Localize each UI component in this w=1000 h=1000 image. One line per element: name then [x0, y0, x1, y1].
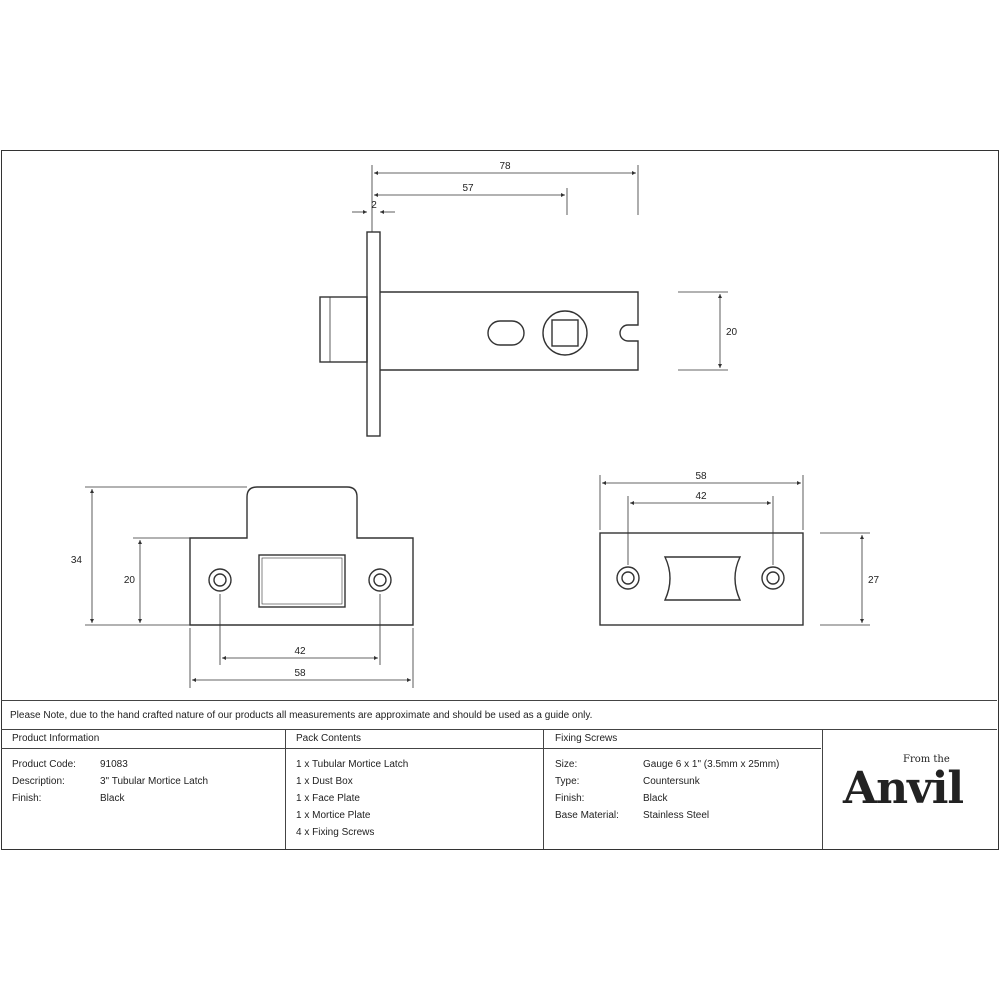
dim-58-plate: 58	[294, 668, 306, 679]
dim-57: 57	[462, 183, 474, 194]
dim-42-plate: 42	[294, 646, 306, 657]
dim-2: 2	[371, 200, 377, 211]
section-title: Product Information	[12, 733, 100, 744]
divider	[543, 730, 544, 849]
list-item: 1 x Dust Box	[296, 776, 353, 787]
label: Finish:	[12, 793, 42, 804]
drawing-frame	[1, 150, 999, 850]
value: Stainless Steel	[643, 810, 710, 821]
value: Countersunk	[643, 776, 700, 787]
screw-hole	[621, 571, 635, 585]
product-information: Product Information Product Code: 91083 D…	[12, 733, 208, 807]
dim-27: 27	[868, 575, 880, 586]
divider	[1, 700, 997, 701]
dim-20-plate: 20	[124, 575, 136, 586]
mortice-plate	[599, 532, 804, 626]
measurement-note: Please Note, due to the hand crafted nat…	[10, 710, 593, 721]
dim-42-mortice: 42	[695, 491, 707, 502]
value: Gauge 6 x 1" (3.5mm x 25mm)	[643, 759, 780, 770]
forend-plate	[366, 231, 381, 437]
divider	[285, 730, 286, 849]
value: Black	[100, 793, 125, 804]
logo-tagline: From the	[903, 754, 950, 765]
divider	[1, 729, 997, 730]
dim-34: 34	[71, 555, 83, 566]
square-spindle-hole	[551, 319, 579, 347]
divider	[1, 748, 821, 749]
screw-hole	[213, 573, 227, 587]
list-item: 4 x Fixing Screws	[296, 827, 375, 838]
label: Base Material:	[555, 810, 619, 821]
logo-brand: Anvil	[843, 763, 964, 814]
spindle-follower	[542, 310, 588, 356]
dim-20-body: 20	[726, 327, 738, 338]
latch-side-view	[319, 231, 639, 437]
value: 3" Tubular Mortice Latch	[100, 776, 209, 787]
screw-hole	[766, 571, 780, 585]
label: Type:	[555, 776, 580, 787]
label: Size:	[555, 759, 578, 770]
list-item: 1 x Mortice Plate	[296, 810, 371, 821]
bolt-opening	[663, 556, 742, 601]
section-title: Pack Contents	[296, 733, 362, 744]
list-item: 1 x Face Plate	[296, 793, 360, 804]
latch-dimensions	[352, 165, 728, 371]
latch-body	[380, 291, 639, 371]
label: Description:	[12, 776, 65, 787]
pack-contents: Pack Contents 1 x Tubular Mortice Latch …	[296, 733, 408, 841]
screw-hole	[373, 573, 387, 587]
latch-bolt	[319, 296, 368, 363]
latch-opening	[258, 554, 346, 608]
from-the-anvil-logo: From the Anvil	[843, 754, 983, 812]
oval-hole	[487, 320, 525, 346]
dim-58-mortice: 58	[695, 471, 707, 482]
section-title: Fixing Screws	[555, 733, 618, 744]
strike-plate-view	[189, 486, 414, 626]
list-item: 1 x Tubular Mortice Latch	[296, 759, 409, 770]
divider	[822, 730, 823, 849]
strike-plate	[189, 486, 414, 626]
value: 91083	[100, 759, 128, 770]
label: Finish:	[555, 793, 585, 804]
value: Black	[643, 793, 668, 804]
mortice-plate-view	[599, 532, 804, 626]
fixing-screws: Fixing Screws Size: Gauge 6 x 1" (3.5mm x…	[555, 733, 779, 824]
dim-78: 78	[499, 161, 511, 172]
label: Product Code:	[12, 759, 76, 770]
